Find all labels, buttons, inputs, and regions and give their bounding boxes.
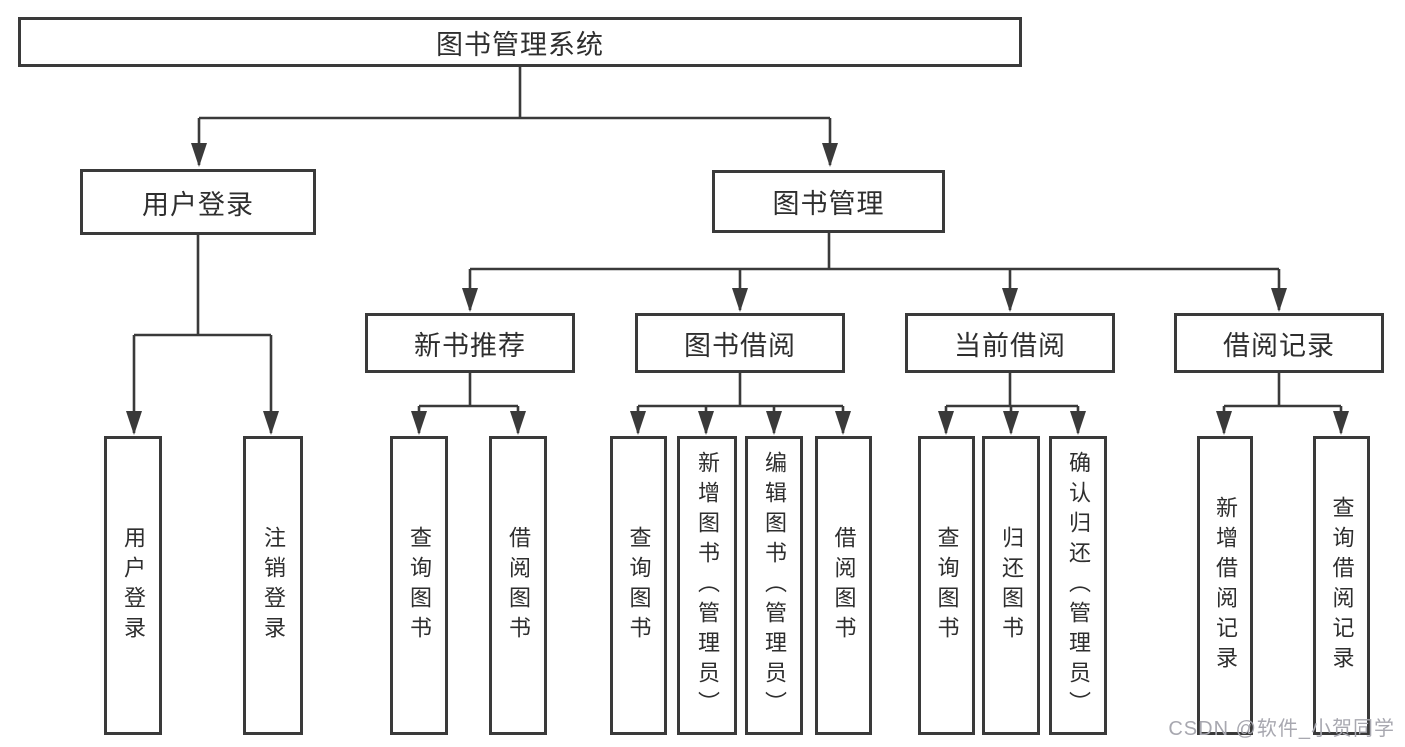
node-root-label: 图书管理系统: [436, 29, 604, 60]
leaf-user-login-label: 用户登录: [121, 525, 146, 646]
leaf-add-borrow-record: 新增借阅记录: [1197, 436, 1253, 735]
leaf-edit-books-admin: 编辑图书（管理员）: [745, 436, 803, 735]
leaf-confirm-return-admin-label: 确认归还（管理员）: [1066, 450, 1091, 721]
leaf-logout-login-label: 注销登录: [261, 525, 286, 646]
leaf-query-borrow-record-label: 查询借阅记录: [1329, 495, 1355, 676]
leaf-confirm-return-admin: 确认归还（管理员）: [1049, 436, 1107, 735]
node-book-mgmt: 图书管理: [712, 170, 945, 233]
node-borrow-record: 借阅记录: [1174, 313, 1384, 373]
leaf-query-borrow-record: 查询借阅记录: [1313, 436, 1370, 735]
leaf-query-books-current-label: 查询图书: [934, 525, 960, 646]
edges-user-login-to-leaves: [126, 235, 279, 435]
node-user-login: 用户登录: [80, 169, 316, 235]
edges-current-borrow-to-leaves: [938, 373, 1086, 435]
node-book-borrow: 图书借阅: [635, 313, 845, 373]
leaf-borrow-books-rec-label: 借阅图书: [506, 525, 531, 646]
leaf-query-books-rec: 查询图书: [390, 436, 448, 735]
node-user-login-label: 用户登录: [142, 189, 254, 220]
leaf-query-books-rec-label: 查询图书: [407, 525, 432, 646]
edges-book-borrow-to-leaves: [630, 373, 851, 435]
leaf-query-books-borrow-label: 查询图书: [626, 525, 652, 646]
leaf-borrow-books-label: 借阅图书: [831, 525, 857, 646]
csdn-watermark: CSDN @软件_小贺同学: [1168, 718, 1395, 740]
node-root-system: 图书管理系统: [18, 17, 1022, 67]
edges-new-book-rec-to-leaves: [411, 373, 526, 435]
leaf-edit-books-admin-label: 编辑图书（管理员）: [762, 450, 787, 721]
leaf-user-login: 用户登录: [104, 436, 162, 735]
node-book-mgmt-label: 图书管理: [772, 189, 885, 219]
node-new-book-rec-label: 新书推荐: [414, 330, 526, 361]
leaf-logout-login: 注销登录: [243, 436, 303, 735]
node-current-borrow-label: 当前借阅: [954, 330, 1066, 361]
edges-root-to-level2: [191, 67, 838, 167]
leaf-add-borrow-record-label: 新增借阅记录: [1213, 495, 1238, 676]
leaf-return-books-label: 归还图书: [999, 525, 1024, 646]
leaf-query-books-current: 查询图书: [918, 436, 975, 735]
leaf-return-books: 归还图书: [982, 436, 1040, 735]
node-current-borrow: 当前借阅: [905, 313, 1115, 373]
edges-book-mgmt-to-level3: [462, 233, 1287, 312]
leaf-query-books-borrow: 查询图书: [610, 436, 667, 735]
leaf-borrow-books-rec: 借阅图书: [489, 436, 547, 735]
leaf-borrow-books: 借阅图书: [815, 436, 872, 735]
edges-borrow-record-to-leaves: [1216, 373, 1349, 435]
node-borrow-record-label: 借阅记录: [1223, 330, 1335, 361]
node-new-book-rec: 新书推荐: [365, 313, 575, 373]
leaf-add-books-admin: 新增图书（管理员）: [677, 436, 737, 735]
leaf-add-books-admin-label: 新增图书（管理员）: [695, 450, 720, 721]
node-book-borrow-label: 图书借阅: [684, 330, 796, 361]
